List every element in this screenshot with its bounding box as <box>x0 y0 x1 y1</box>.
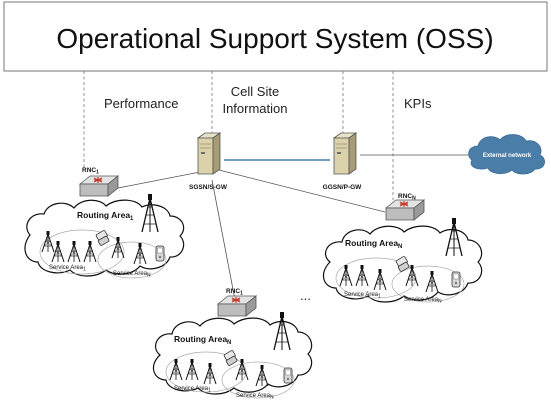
sgsn-label: SGSN/S-GW <box>189 184 228 191</box>
router-icon <box>217 295 257 317</box>
routing-area-1: Routing Area1 Service Area1 Service Area… <box>24 193 185 279</box>
service-area-ellipse-b <box>391 265 465 303</box>
server-icon <box>197 132 221 175</box>
cell-site-label-line1: Cell Site <box>231 84 279 99</box>
network-links <box>117 154 475 306</box>
service-area-label: Service AreaN <box>113 271 151 279</box>
performance-label: Performance <box>104 96 178 111</box>
routing-area-label: Routing Area1 <box>77 210 134 222</box>
rnc-router-bottom <box>217 295 257 317</box>
router-icon <box>385 199 425 221</box>
external-network: External network <box>468 134 545 175</box>
routing-area-3: Routing AreaN Service Area1 Service Area… <box>152 311 313 401</box>
rnc-label-1: RNC1 <box>82 167 99 176</box>
rnc-router-n <box>385 199 425 221</box>
routing-area-2: Routing AreaN Service Area1 Service Area… <box>322 217 483 305</box>
cloud-icon <box>468 134 545 175</box>
service-area-ellipse-b <box>97 241 167 279</box>
service-area-label: Service Area1 <box>344 292 381 300</box>
service-area-label: Service AreaN <box>404 297 442 305</box>
routing-area-label: Routing AreaN <box>174 334 231 346</box>
server-icon <box>333 132 357 175</box>
service-area-ellipse-a <box>165 351 247 393</box>
rnc-label-bottom: RNC1 <box>226 288 243 297</box>
oss-box: Operational Support System (OSS) <box>3 1 548 72</box>
service-area-ellipse-a <box>39 229 125 275</box>
phone-icon <box>155 245 165 262</box>
service-area-label: Service AreaN <box>236 393 274 401</box>
routing-area-label: Routing AreaN <box>345 238 402 250</box>
service-area-ellipse-a <box>335 257 417 299</box>
ggsn-server <box>333 132 357 175</box>
oss-title: Operational Support System (OSS) <box>56 23 493 54</box>
service-area-ellipse-b <box>221 361 295 399</box>
kpis-label: KPIs <box>404 96 432 111</box>
sgsn-server <box>197 132 221 175</box>
service-area-label: Service Area1 <box>174 386 211 394</box>
rnc-router-1 <box>79 175 119 197</box>
phone-icon <box>451 271 461 288</box>
phone-icon <box>283 367 293 384</box>
link-sgsn-rncn <box>218 169 386 213</box>
ggsn-label: GGSN/P-GW <box>323 184 363 191</box>
service-area-label: Service Area1 <box>49 265 86 273</box>
link-sgsn-rnc-bottom <box>211 179 237 306</box>
ellipsis-label: ... <box>300 288 311 303</box>
external-network-label: External network <box>483 153 532 159</box>
router-icon <box>79 175 119 197</box>
oss-connectors <box>83 71 394 200</box>
rnc-label-n: RNCN <box>398 193 416 202</box>
link-rnc1-sgsn <box>117 171 201 189</box>
cell-site-label-line2: Information <box>222 101 287 116</box>
